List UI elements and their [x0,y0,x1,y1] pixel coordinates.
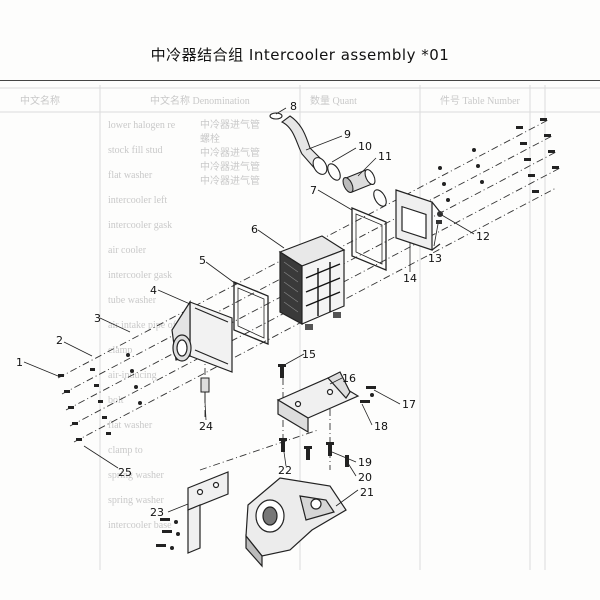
part-callouts: 1 2 3 4 5 6 7 8 9 10 11 12 13 14 15 16 1… [16,100,490,519]
ghost-left-row: air intake pipe of [108,320,177,331]
callout-1: 1 [16,356,23,369]
lower-l-bracket [187,471,229,554]
ghost-mid-row: 中冷器进气管 [200,118,260,131]
callout-7: 7 [310,184,317,197]
drain-plug [200,377,210,402]
inlet-pipe-group [269,112,387,207]
callout-14: 14 [403,272,417,285]
left-gasket-inner [237,287,265,339]
left-gasket [233,281,269,345]
callout-22: 22 [278,464,292,477]
callout-3: 3 [94,312,101,325]
intercooler-core [278,235,346,330]
l-bracket-bolts [156,518,180,550]
callout-8: 8 [290,100,297,113]
title-rule [0,80,600,81]
callout-15: 15 [302,348,316,361]
callout-16: 16 [342,372,356,385]
ghost-left-row: bolt [108,395,124,406]
callout-11: 11 [378,150,392,163]
right-gasket [351,207,387,271]
callout-24: 24 [199,420,213,433]
ghost-left-row: clamp to [108,445,143,456]
page-title: 中冷器结合组 Intercooler assembly *01 [150,46,450,64]
ghost-left-row: tube washer [108,295,157,306]
callout-9: 9 [344,128,351,141]
ghost-left-row: intercooler left [108,195,167,206]
right-bolt-array [438,118,559,202]
ghost-header-mid-b: 中文名称 Denomination [150,94,250,107]
ghost-mid-row: 中冷器进气管 [200,160,260,173]
callout-4: 4 [150,284,157,297]
left-end-tank [171,299,233,373]
callout-17: 17 [402,398,416,411]
mounting-bracket [276,371,360,434]
ghost-left-row: spring washer [108,495,164,506]
callout-2: 2 [56,334,63,347]
callout-23: 23 [150,506,164,519]
right-end-tank [395,189,441,251]
callout-19: 19 [358,456,372,469]
ghost-left-row: spring washer [108,470,164,481]
callout-6: 6 [251,223,258,236]
callout-5: 5 [199,254,206,267]
ghost-left-row: air cooler [108,245,147,256]
ghost-mid-row: 中冷器进气管 [200,146,260,159]
ghost-left-row: clamp [108,345,132,356]
ghost-left-row: lower halogen re [108,120,176,131]
ghost-header-mid-a: 数量 Quant [310,94,357,107]
left-bolt-array [58,353,142,441]
callout-18: 18 [374,420,388,433]
callout-20: 20 [358,471,372,484]
right-fittings [436,211,443,224]
ghost-left-row: intercooler gask [108,270,172,281]
callout-25: 25 [118,466,132,479]
ghost-left-row: intercooler base [108,520,172,531]
callout-12: 12 [476,230,490,243]
ghost-left-row: stock fill stud [108,145,162,156]
background-table: 中文名称 数量 Quant 中文名称 Denomination 件号 Table… [0,85,600,570]
ghost-header-right: 件号 Table Number [440,95,521,107]
ghost-header-left: 中文名称 [20,94,60,107]
callout-13: 13 [428,252,442,265]
leader-lines [23,107,475,513]
ghost-left-row: intercooler gask [108,220,172,231]
right-gasket-inner [355,213,383,265]
ghost-mid-row: 螺栓 [200,132,220,145]
callout-21: 21 [360,486,374,499]
support-base [245,477,347,568]
bracket-bolts [278,364,376,403]
ghost-left-row: flat washer [108,420,153,431]
callout-10: 10 [358,140,372,153]
ghost-left-row: flat washer [108,170,153,181]
lower-bolts [279,438,349,467]
ghost-mid-row: 中冷器进气管 [200,174,260,187]
